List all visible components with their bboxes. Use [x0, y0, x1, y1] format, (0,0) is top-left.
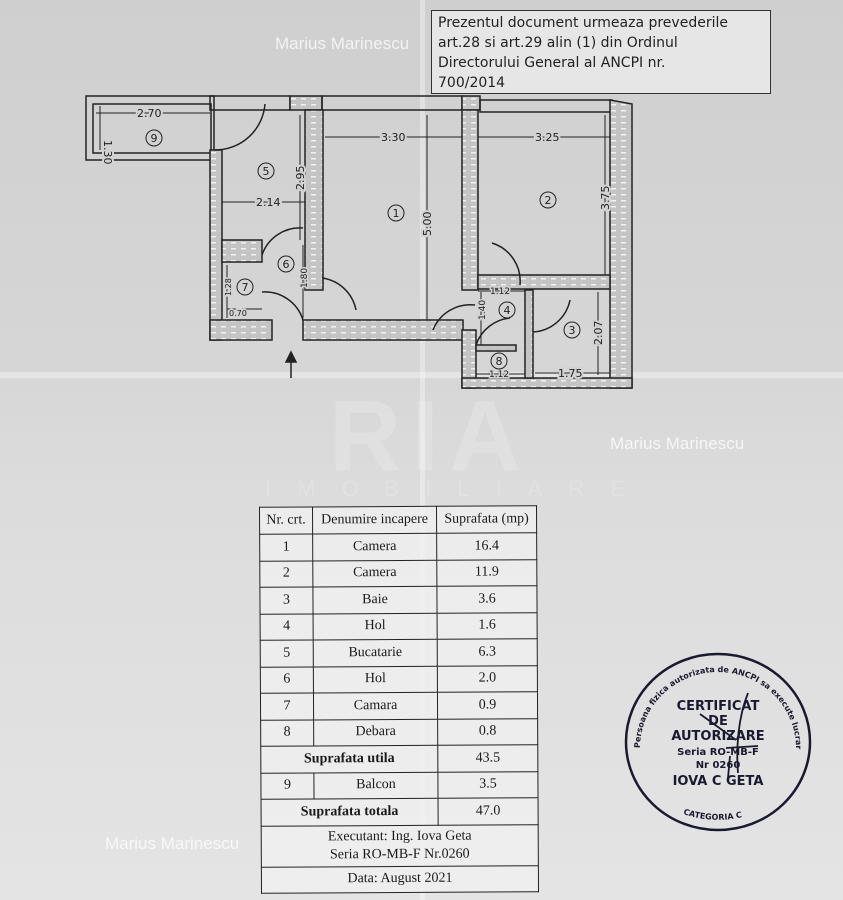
notice-line: Prezentul document urmeaza prevederile — [438, 15, 728, 31]
dimension-label: 1.12 — [489, 370, 509, 380]
dimension-label: 1.12 — [490, 287, 510, 297]
svg-text:IOVA C GETA: IOVA C GETA — [673, 774, 764, 789]
column-header: Denumire incapere — [312, 506, 437, 534]
wall — [461, 377, 633, 389]
date-row: Data: August 2021 — [261, 865, 539, 894]
notice-line: Directorului General al ANCPI nr. — [438, 55, 666, 71]
notice-line: 700/2014 — [438, 75, 506, 91]
svg-text:8: 8 — [496, 355, 503, 368]
room-marker-2: 2 — [539, 191, 557, 209]
svg-text:CERTIFICAT: CERTIFICAT — [677, 699, 760, 714]
room-marker-8: 8 — [490, 352, 508, 370]
wall — [209, 149, 223, 341]
svg-text:DE: DE — [708, 714, 728, 729]
room-numbers: 1 2 3 4 5 6 7 8 9 — [145, 129, 581, 370]
table-header-row: Nr. crt. Denumire incapere Suprafata (mp… — [259, 505, 537, 535]
svg-text:AUTORIZARE: AUTORIZARE — [671, 729, 764, 744]
dimension-label: 5.00 — [421, 212, 434, 237]
svg-text:9: 9 — [151, 132, 158, 145]
room-marker-1: 1 — [387, 204, 405, 222]
dimension-label: 1.75 — [558, 367, 583, 380]
stamp-ring-bottom: CATEGORIA C — [682, 807, 742, 822]
svg-text:1: 1 — [393, 207, 400, 220]
wall — [524, 289, 534, 379]
svg-text:Seria RO-MB-F: Seria RO-MB-F — [677, 747, 759, 758]
room-marker-9: 9 — [145, 129, 163, 147]
room-marker-6: 6 — [277, 255, 295, 273]
dimension-label: 3.25 — [535, 131, 560, 144]
paper-fold — [420, 0, 425, 900]
svg-text:5: 5 — [263, 165, 270, 178]
dimension-labels: 2.70 1.30 2.14 2.95 3.30 5.00 3.25 3.75 … — [99, 105, 614, 382]
balcony-outline — [85, 95, 215, 161]
room-marker-4: 4 — [498, 301, 516, 319]
svg-text:6: 6 — [283, 258, 290, 271]
paper-fold — [0, 372, 843, 378]
wall — [477, 274, 611, 290]
wall — [304, 109, 324, 291]
dimension-label: 2.70 — [137, 107, 162, 120]
svg-text:3: 3 — [569, 324, 576, 337]
room-marker-5: 5 — [257, 162, 275, 180]
column-header: Nr. crt. — [259, 506, 313, 535]
dimension-label: 1.40 — [478, 300, 488, 320]
wall — [475, 344, 517, 352]
room-marker-3: 3 — [563, 321, 581, 339]
dimension-label: 1.28 — [224, 278, 233, 296]
svg-text:7: 7 — [242, 281, 249, 294]
watermark-text: Marius Marinescu — [105, 834, 240, 853]
svg-text:Nr 0260: Nr 0260 — [696, 760, 741, 771]
executant-name: Executant: Ing. Iova Geta — [327, 828, 472, 844]
authorization-stamp: Persoana fizica autorizata de ANCPI sa e… — [618, 648, 812, 832]
svg-text:2: 2 — [545, 194, 552, 207]
dimension-label: 3.30 — [381, 131, 406, 144]
wall — [609, 99, 633, 389]
watermark-text: Marius Marinescu — [275, 34, 410, 53]
wall — [209, 319, 273, 341]
room-areas-table: Nr. crt. Denumire incapere Suprafata (mp… — [258, 505, 540, 894]
dimension-label: 2.95 — [294, 166, 307, 191]
dimension-label: 1.30 — [101, 140, 114, 165]
svg-text:4: 4 — [504, 304, 511, 317]
dimension-label: 1.80 — [300, 268, 310, 288]
notice-line: art.28 si art.29 alin (1) din Ordinul — [438, 35, 678, 51]
executant-series: Seria RO-MB-F Nr.0260 — [329, 846, 470, 862]
wall — [221, 239, 263, 263]
wall — [302, 319, 464, 341]
dimension-label: 2.07 — [592, 321, 605, 346]
watermark-text: Marius Marinescu — [610, 434, 745, 453]
watermark-logo: RIA IMOBILIARE — [265, 380, 651, 501]
dimension-label: 2.14 — [256, 196, 281, 209]
floor-plan: 2.70 1.30 2.14 2.95 3.30 5.00 3.25 3.75 … — [85, 95, 633, 389]
legal-notice-box: Prezentul document urmeaza prevederile a… — [431, 10, 771, 94]
room-marker-7: 7 — [236, 278, 254, 296]
dimension-label: 3.75 — [599, 186, 612, 211]
signature — [699, 692, 759, 779]
dimension-label: 0.70 — [229, 309, 247, 318]
column-header: Suprafata (mp) — [436, 505, 537, 534]
svg-text:CATEGORIA C: CATEGORIA C — [682, 807, 742, 822]
wall — [461, 109, 479, 291]
